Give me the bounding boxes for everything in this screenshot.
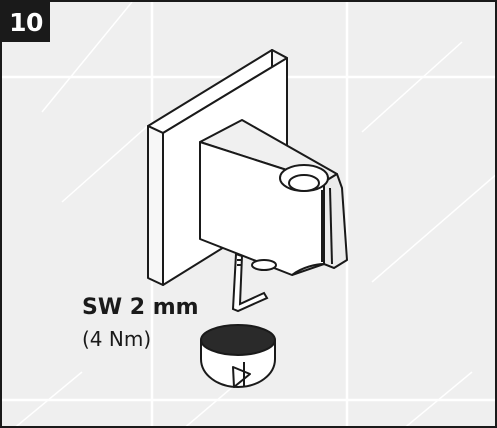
allen-key-icon (231, 252, 269, 313)
hand-shower-holder (199, 119, 348, 276)
torque-value-label: (4 Nm) (82, 327, 152, 351)
wall-plate (147, 49, 288, 286)
wrench-size-label: SW 2 mm (82, 295, 199, 320)
step-number-badge: 10 (2, 2, 50, 42)
rotate-clockwise-icon (200, 324, 276, 388)
